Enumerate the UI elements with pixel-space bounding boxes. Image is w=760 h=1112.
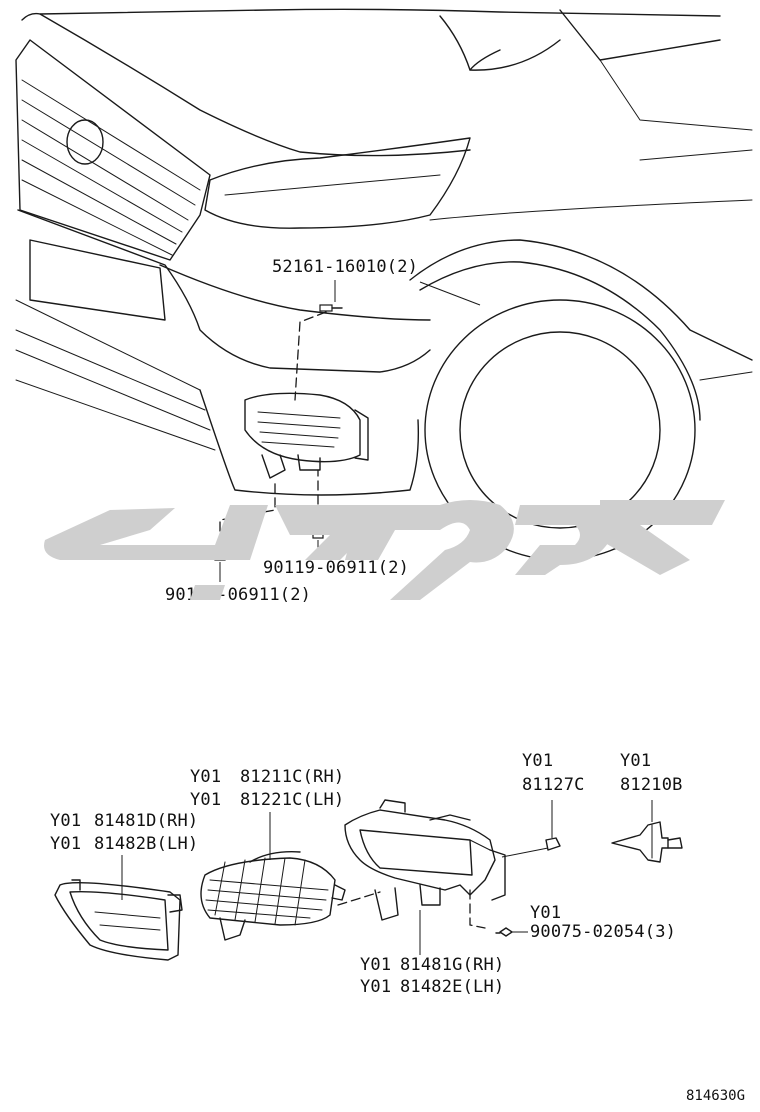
a-pillar-line [599,59,753,131]
label-screw: 90075-02054(3) [530,922,676,942]
label-screw-prefix: Y01 [530,903,561,923]
fog-lamp-bracket [344,799,506,921]
vehicle-front-illustration [15,8,753,561]
front-wheel-inner [459,331,661,529]
cowl-line [469,39,561,71]
fender-line [409,239,753,361]
headlamp-inner [224,174,441,196]
diagram-code: 814630G [686,1088,745,1104]
fog-lamp-unit [200,851,346,941]
label-bolt-right: 90119-06911(2) [263,558,409,578]
emblem [66,119,104,165]
hood-crease [39,13,471,157]
label-bracket-lh: 81482E(LH) [400,977,504,997]
installed-fog-lamp [244,392,361,463]
label-cover-lh: 81482B(LH) [94,834,198,854]
wheel-arch [419,261,701,421]
headlamp-outline [204,137,471,229]
hood-top-edge [21,8,721,21]
watermark-logo [44,500,725,600]
bumper-top-surface [159,264,431,321]
wiper-area [439,15,501,71]
bulb-socket-icon [545,837,561,851]
label-fog-lamp-lh-prefix: Y01 [190,790,221,810]
label-socket: 81127C [522,775,585,795]
label-fog-lamp-rh-prefix: Y01 [190,767,221,787]
license-plate-area [29,239,166,321]
label-fog-lamp-lh: 81221C(LH) [240,790,344,810]
label-bracket-rh: 81481G(RH) [400,955,504,975]
label-fog-lamp-rh: 81211C(RH) [240,767,344,787]
bracket-bolt-icon [319,304,343,312]
label-bracket-lh-prefix: Y01 [360,977,391,997]
label-bolt-left: 90119-06911(2) [165,585,311,605]
fog-lamp-cover [54,879,183,961]
label-cover-rh-prefix: Y01 [50,811,81,831]
screw-icon [495,927,513,937]
label-bracket-bolt: 52161-16010(2) [272,257,418,277]
bumper-upper-line [17,209,431,373]
label-bracket-rh-prefix: Y01 [360,955,391,975]
label-socket-prefix: Y01 [522,751,553,771]
bumper-lower-corner [199,389,419,496]
label-cover-lh-prefix: Y01 [50,834,81,854]
grille-outline [15,39,211,261]
label-bulb: 81210B [620,775,683,795]
label-cover-rh: 81481D(RH) [94,811,198,831]
fog-bulb-icon [611,821,683,863]
windshield-edge [559,9,721,61]
label-bulb-prefix: Y01 [620,751,651,771]
